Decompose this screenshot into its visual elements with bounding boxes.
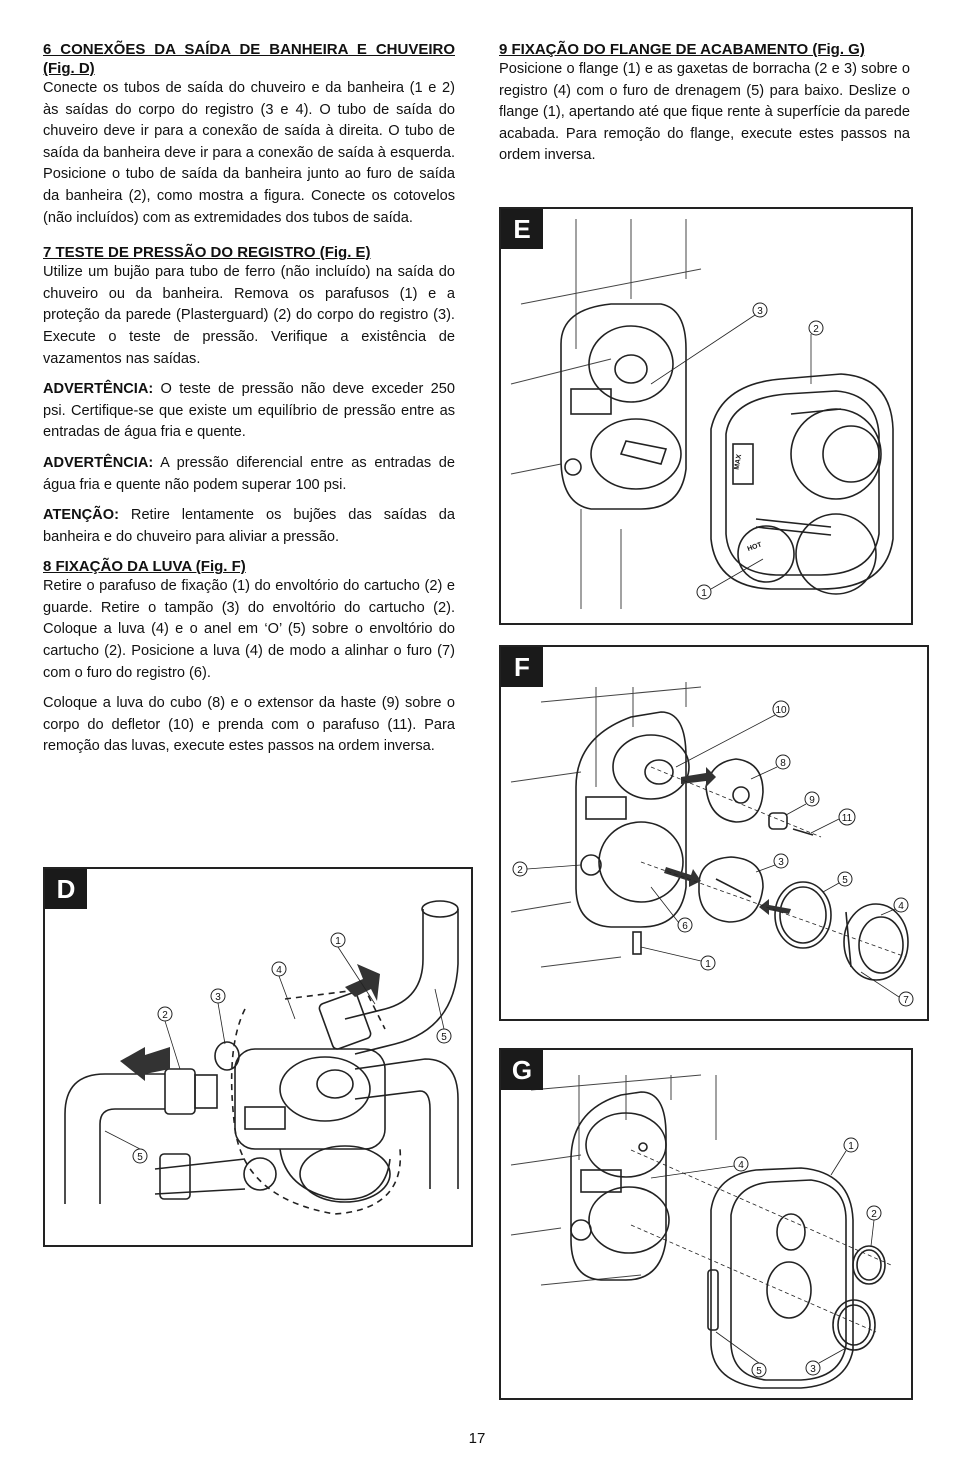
figure-f-tag: F [501,647,543,687]
callout-2: 2 [871,1209,877,1220]
callout-5: 5 [842,875,848,886]
callout-1: 1 [848,1141,854,1152]
callout-1: 1 [701,588,707,599]
attention-note: ATENÇÃO: Retire lentamente os bujões das… [43,505,455,548]
figure-d: 1 2 3 4 5 5 D [43,867,473,1247]
callout-7: 7 [903,995,909,1006]
right-column: 9 FIXAÇÃO DO FLANGE DE ACABAMENTO (Fig. … [499,40,910,167]
warning-2: ADVERTÊNCIA: A pressão diferencial entre… [43,453,455,496]
callout-1: 1 [705,959,711,970]
warning-2-label: ADVERTÊNCIA: [43,454,154,471]
callout-3: 3 [810,1364,816,1375]
callout-3: 3 [778,857,784,868]
figure-f: 1 2 3 4 5 6 7 8 9 10 11 F [499,645,929,1021]
callout-10: 10 [775,705,787,716]
figure-d-illustration: 1 2 3 4 5 5 [64,900,459,1215]
figure-e-tag: E [501,209,543,249]
section-8-title: 8 FIXAÇÃO DA LUVA (Fig. F) [43,558,246,576]
figure-g-illustration: 1 2 3 4 5 [510,1074,892,1389]
figure-g-tag: G [501,1050,543,1090]
figure-d-tag: D [45,869,87,909]
figure-f-illustration: 1 2 3 4 5 6 7 8 9 10 11 [510,682,914,1007]
callout-8: 8 [780,758,786,769]
figure-e: MAX HOT 1 2 3 E [499,207,913,625]
page-number: 17 [468,1430,486,1447]
callout-3: 3 [757,306,763,317]
callout-1: 1 [335,936,341,947]
attention-label: ATENÇÃO: [43,507,119,524]
callout-5b: 5 [137,1152,143,1163]
callout-9: 9 [809,795,815,806]
callout-3: 3 [215,992,221,1003]
callout-4: 4 [898,901,904,912]
callout-5: 5 [756,1366,762,1377]
warning-1-text: O teste de pressão não deve exceder 250 … [43,381,455,441]
section-9-title: 9 FIXAÇÃO DO FLANGE DE ACABAMENTO (Fig. … [499,41,865,58]
figure-g: 1 2 3 4 5 G [499,1048,913,1400]
label-hot: HOT [747,541,764,553]
section-8-body-1: Retire o parafuso de fixação (1) do envo… [43,578,455,681]
figure-e-illustration: MAX HOT 1 2 3 [510,219,894,609]
callout-5: 5 [441,1032,447,1043]
section-6-body: Conecte os tubos de saída do chuveiro e … [43,80,455,226]
section-9-body: Posicione o flange (1) e as gaxetas de b… [499,61,910,164]
section-7-body: Utilize um bujão para tubo de ferro (não… [43,264,455,367]
callout-2: 2 [517,865,523,876]
callout-4: 4 [738,1160,744,1171]
label-max: MAX [734,453,744,470]
left-column: 6 CONEXÕES DA SAÍDA DE BANHEIRA E CHUVEI… [43,40,455,758]
section-8-body-2: Coloque a luva do cubo (8) e o extensor … [43,695,455,755]
callout-11: 11 [842,813,853,824]
attention-text: Retire lentamente os bujões das saídas d… [43,507,455,545]
section-7-title: 7 TESTE DE PRESSÃO DO REGISTRO (Fig. E) [43,244,371,262]
warning-2-text: A pressão diferencial entre as entradas … [43,454,455,493]
callout-2: 2 [162,1010,168,1021]
warning-1: ADVERTÊNCIA: O teste de pressão não deve… [43,379,455,444]
callout-2: 2 [813,324,819,335]
warning-1-label: ADVERTÊNCIA: [43,381,154,398]
callout-6: 6 [682,921,688,932]
section-6-title: 6 CONEXÕES DA SAÍDA DE BANHEIRA E CHUVEI… [43,41,455,77]
callout-4: 4 [276,965,282,976]
